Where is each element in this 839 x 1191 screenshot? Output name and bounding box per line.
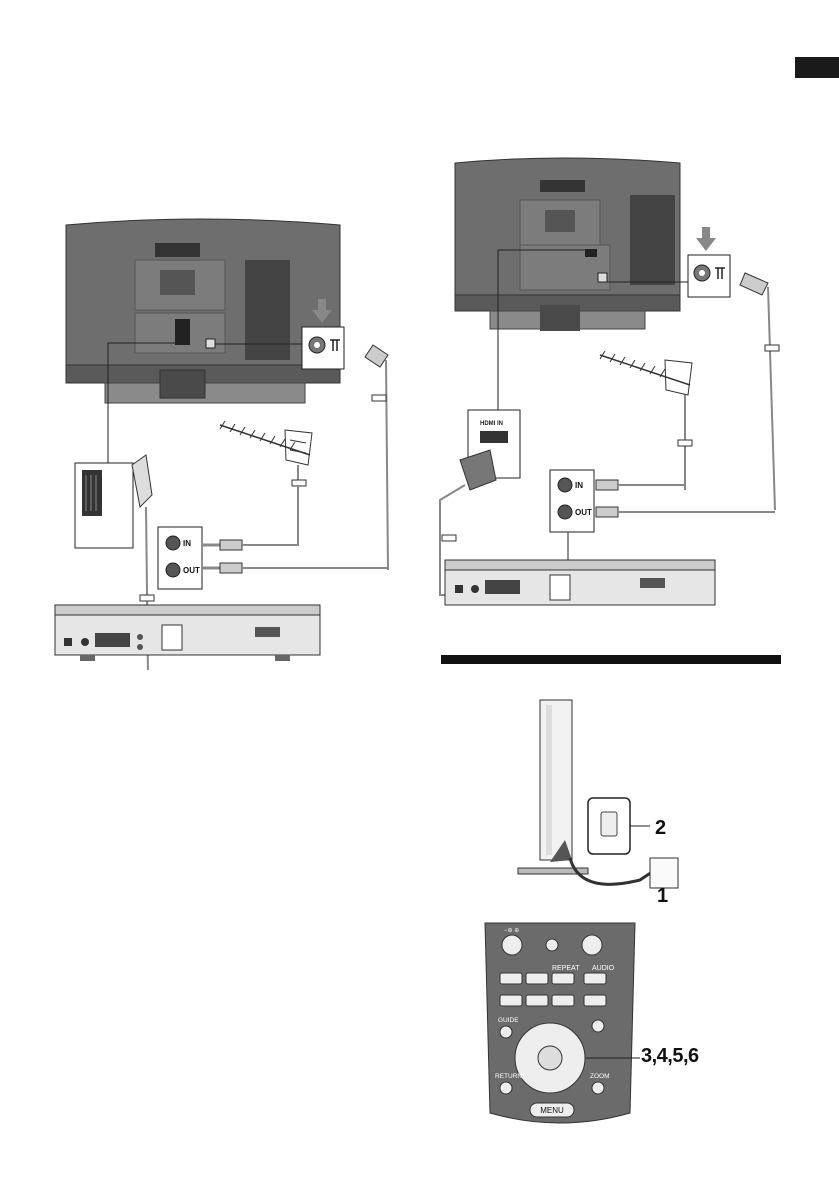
wall-aerial-plug — [739, 272, 780, 511]
aerial-antenna-icon — [219, 420, 313, 545]
remote-step-callout: 3,4,5,6 — [641, 1045, 699, 1067]
hdmi-connection-diagram: HDMI IN IN OUT — [439, 157, 780, 606]
display-button[interactable] — [545, 938, 559, 952]
in-out-ports-callout: IN OUT — [157, 485, 388, 590]
return-button[interactable] — [499, 1081, 513, 1095]
port-in-label: IN — [183, 539, 191, 548]
antenna-socket-callout — [607, 227, 731, 298]
svg-text:−⊕ ⊕: −⊕ ⊕ — [504, 928, 519, 934]
rewind-icon[interactable] — [499, 994, 523, 1007]
return-label: RETURN — [495, 1073, 522, 1080]
next-track-icon[interactable] — [525, 972, 549, 985]
aerial-antenna-icon — [599, 350, 693, 490]
zoom-label: ZOOM — [590, 1073, 610, 1080]
input-select-button[interactable] — [501, 934, 523, 956]
remote-control: −⊕ ⊕ REPEAT AUDIO GUIDE RETURN ZOOM MENU — [484, 922, 640, 1124]
transport-buttons — [499, 972, 607, 1007]
power-icon[interactable] — [581, 934, 603, 956]
audio-label: AUDIO — [592, 965, 615, 972]
tv-rear-panel — [65, 218, 341, 404]
repeat-label: REPEAT — [552, 965, 580, 972]
port-out-label: OUT — [183, 566, 200, 575]
dvd-recorder — [444, 559, 716, 606]
dvd-recorder — [54, 604, 321, 661]
help-button[interactable] — [591, 1019, 605, 1033]
scart-connector-callout — [74, 342, 180, 670]
guide-button[interactable] — [499, 1025, 513, 1039]
audio-button[interactable] — [583, 972, 607, 985]
menu-label: MENU — [540, 1106, 564, 1115]
tv-rear-panel — [454, 157, 681, 331]
previous-track-icon[interactable] — [499, 972, 523, 985]
zoom-button[interactable] — [591, 1081, 605, 1095]
tv-side-view — [517, 699, 679, 889]
step-label-plug: 1 — [657, 885, 668, 907]
repeat-button[interactable] — [551, 972, 575, 985]
enter-button[interactable] — [537, 1045, 563, 1071]
port-in-label: IN — [575, 481, 583, 490]
stop-icon[interactable] — [551, 994, 575, 1007]
remote-top-buttons: −⊕ ⊕ — [501, 928, 603, 956]
in-out-ports-callout: IN OUT — [549, 455, 775, 560]
hdmi-in-label: HDMI IN — [480, 421, 503, 427]
hdmi-connector-callout: HDMI IN — [439, 249, 585, 596]
section-rule — [441, 655, 781, 664]
guide-label: GUIDE — [498, 1017, 519, 1024]
antenna-socket-callout — [215, 299, 345, 370]
fast-forward-icon[interactable] — [525, 994, 549, 1007]
step-label-power-button: 2 — [655, 817, 666, 839]
play-pause-icon[interactable] — [583, 994, 607, 1007]
menu-button[interactable] — [529, 1102, 575, 1118]
scart-connection-diagram: IN OUT — [54, 218, 389, 670]
port-out-label: OUT — [575, 508, 592, 517]
wall-aerial-plug — [364, 344, 389, 571]
power-cord — [568, 857, 656, 886]
language-tab — [795, 57, 839, 78]
wall-socket-icon — [649, 857, 679, 889]
